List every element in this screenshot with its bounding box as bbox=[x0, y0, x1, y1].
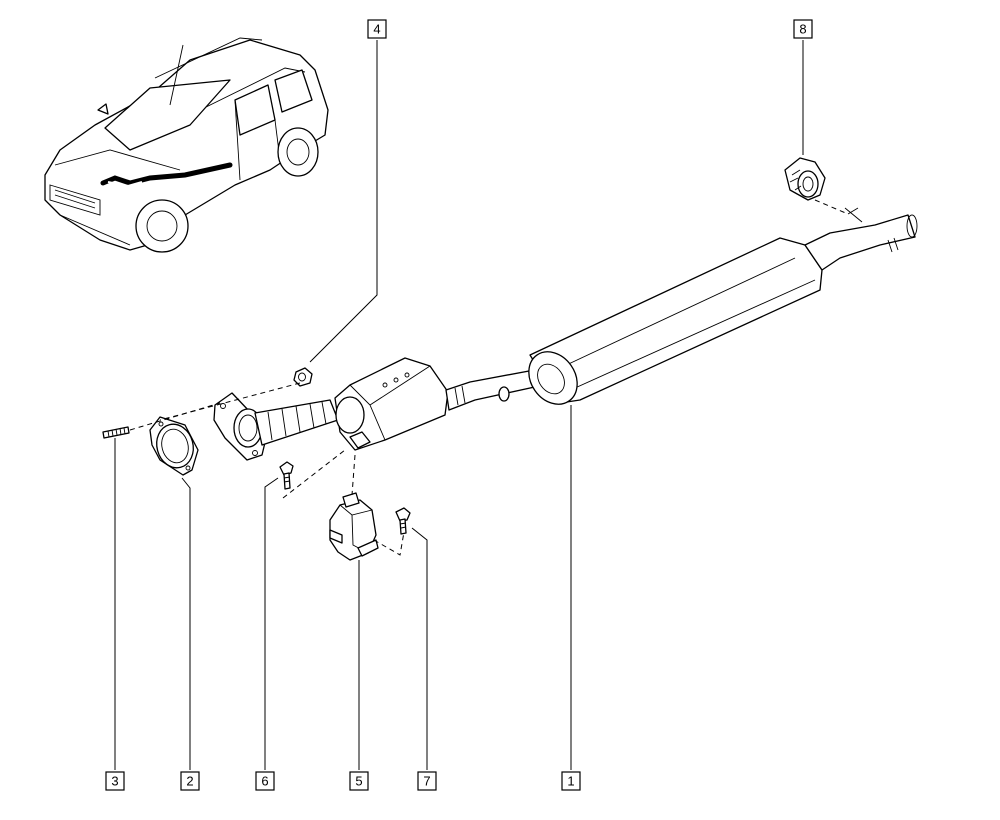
vehicle-locator-icon bbox=[44, 37, 329, 253]
callout-label-4: 4 bbox=[373, 22, 380, 37]
callout-2: 2 bbox=[180, 771, 200, 791]
callout-label-6: 6 bbox=[261, 774, 268, 789]
callout-6: 6 bbox=[255, 771, 275, 791]
callout-4: 4 bbox=[367, 19, 387, 39]
callout-label-7: 7 bbox=[423, 774, 430, 789]
callout-label-1: 1 bbox=[567, 774, 574, 789]
nut-part-4 bbox=[293, 367, 313, 387]
mounting-block-part-5 bbox=[329, 492, 379, 561]
leader-lines bbox=[114, 40, 804, 770]
exhaust-assembly-part-1 bbox=[213, 207, 918, 461]
bolt-part-7 bbox=[395, 507, 411, 535]
callout-label-8: 8 bbox=[799, 22, 806, 37]
callout-label-5: 5 bbox=[355, 774, 362, 789]
callout-label-2: 2 bbox=[186, 774, 193, 789]
callout-7: 7 bbox=[417, 771, 437, 791]
callout-label-3: 3 bbox=[111, 774, 118, 789]
assembly-lines bbox=[129, 199, 849, 556]
callout-3: 3 bbox=[105, 771, 125, 791]
hanger-rubber-part-8 bbox=[784, 157, 826, 201]
bolt-part-6 bbox=[279, 461, 294, 490]
callout-8: 8 bbox=[793, 19, 813, 39]
callout-1: 1 bbox=[561, 771, 581, 791]
stud-part-3 bbox=[102, 426, 130, 439]
gasket-part-2 bbox=[149, 416, 199, 476]
callout-5: 5 bbox=[349, 771, 369, 791]
